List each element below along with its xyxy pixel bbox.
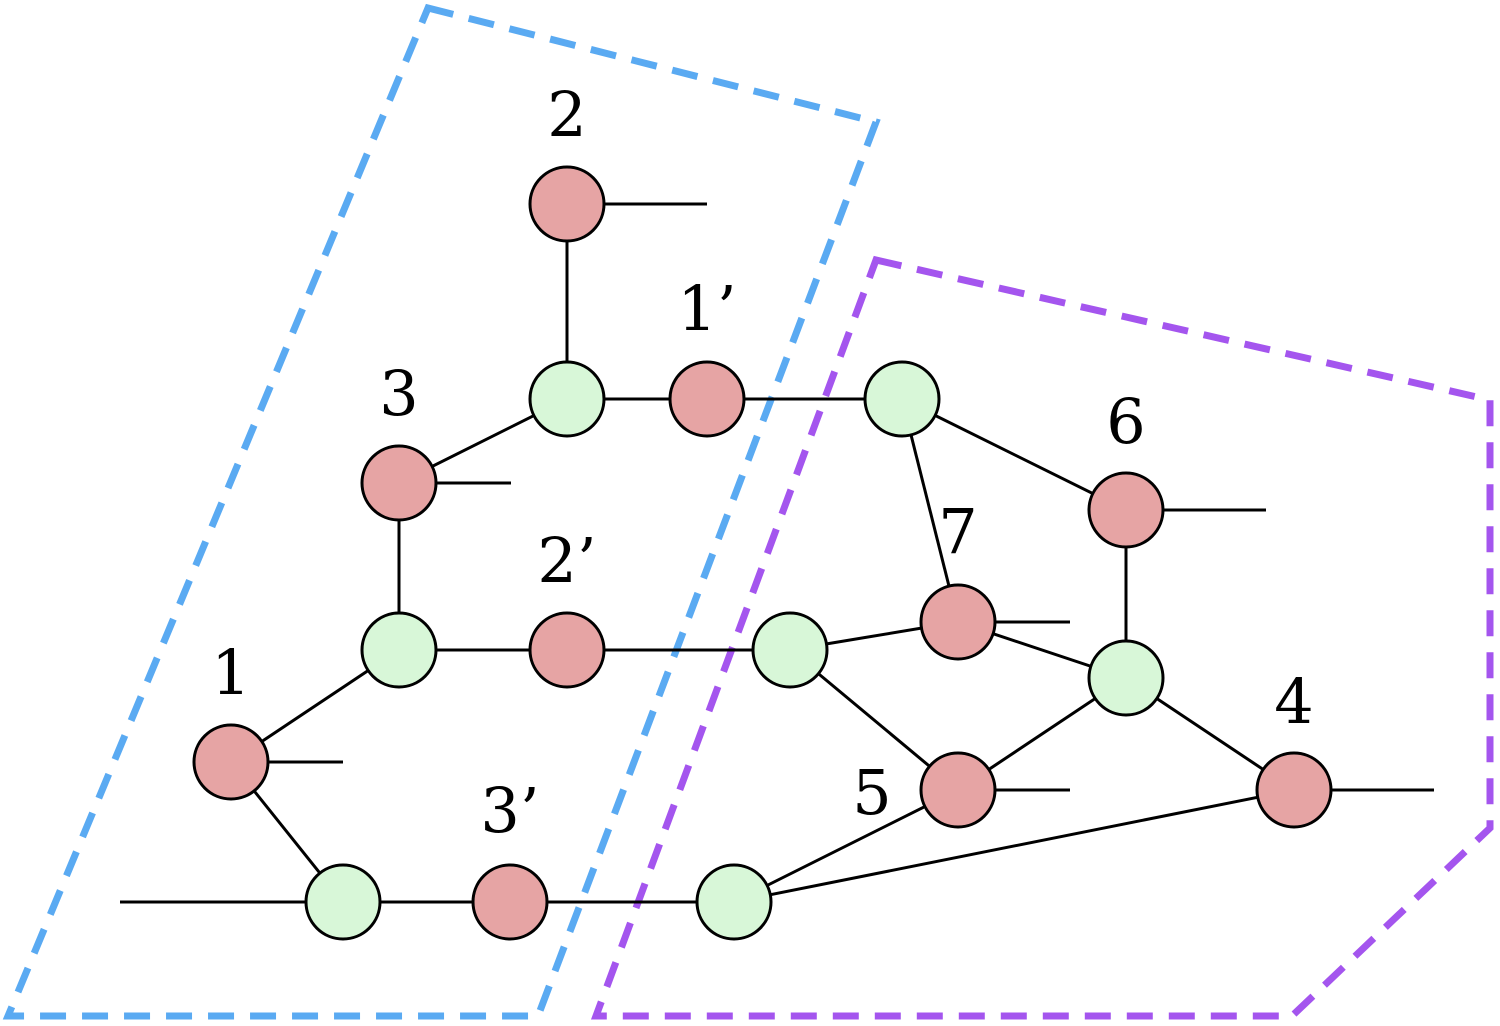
nodes-layer	[192, 165, 1333, 941]
green-node-gB	[863, 360, 941, 438]
node-label-3-prime: 3’	[480, 774, 539, 847]
edges-layer	[120, 202, 1434, 904]
regions-layer	[2, 3, 1494, 1020]
green-node-gC	[360, 611, 438, 689]
labels-layer: 2 1’ 3 2’ 1 3’ 6 7 5 4	[211, 78, 1313, 847]
region-blue-dashed-boundary	[2, 3, 881, 1020]
red-node-n3p	[471, 863, 549, 941]
red-node-n1p	[668, 360, 746, 438]
green-node-gG	[695, 863, 773, 941]
edge-gB-n6	[901, 397, 1127, 512]
node-label-2: 2	[547, 78, 586, 151]
red-node-n3	[360, 444, 438, 522]
node-label-4: 4	[1274, 665, 1313, 738]
node-label-6: 6	[1106, 385, 1145, 458]
red-node-n5	[919, 751, 997, 829]
node-label-5: 5	[852, 756, 891, 829]
node-label-2-prime: 2’	[537, 524, 596, 597]
red-node-n2	[528, 165, 606, 243]
red-node-n1	[192, 723, 270, 801]
node-label-3: 3	[379, 357, 418, 430]
green-node-gE	[751, 611, 829, 689]
red-node-n6	[1087, 471, 1165, 549]
red-node-n7	[919, 583, 997, 661]
red-node-n2p	[528, 611, 606, 689]
green-node-gD	[304, 863, 382, 941]
edge-gG-n4	[733, 788, 1295, 904]
node-label-1: 1	[211, 636, 250, 709]
green-node-gA	[528, 360, 606, 438]
node-label-7: 7	[938, 495, 977, 568]
edge-gG-n5	[733, 788, 959, 904]
green-node-gF	[1087, 639, 1165, 717]
node-label-1-prime: 1’	[677, 272, 736, 345]
region-purple-dashed-boundary	[590, 255, 1494, 1020]
red-node-n4	[1255, 751, 1333, 829]
